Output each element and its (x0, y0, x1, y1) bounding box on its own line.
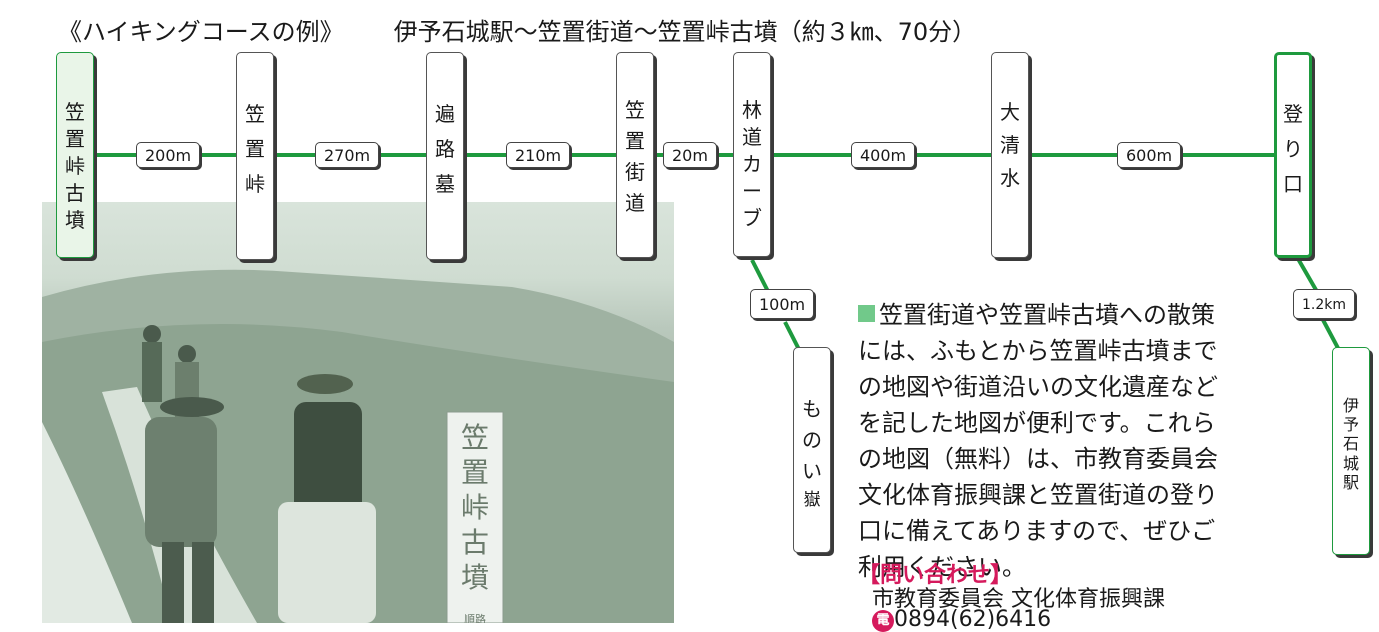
hiking-photo: 笠 置 峠 古 墳 順路 ← (42, 202, 674, 623)
distance-label-monoi: 100m (750, 289, 815, 319)
distance-label: 210m (506, 142, 571, 168)
desc-line: 利用ください。 (858, 553, 1026, 581)
desc-line: には、ふもとから笠置峠古墳まで (858, 337, 1218, 365)
desc-line: 笠置街道や笠置峠古墳への散策 (858, 297, 1258, 333)
stop-kasagitouge-kofun: 笠置峠古墳 (56, 52, 94, 258)
distance-label: 200m (136, 142, 201, 168)
distance-label: 400m (851, 142, 916, 168)
contact-org: 市教育委員会 文化体育振興課 (872, 587, 1165, 612)
contact-heading: 【問い合わせ】 (858, 563, 1013, 588)
stop-monoi-dake: ものい嶽 (793, 347, 831, 553)
page-title: 《ハイキングコースの例》 伊予石城駅～笠置街道～笠置峠古墳（約３㎞、70分） (58, 12, 976, 47)
distance-label: 20m (663, 142, 717, 168)
phone-icon: 電 (872, 610, 894, 632)
desc-line: を記した地図が便利です。これら (858, 409, 1216, 437)
sign-text: 笠 置 峠 古 墳 順路 ← (460, 421, 489, 623)
desc-line: の地図や街道沿いの文化遺産など (858, 373, 1218, 401)
tel-number: 0894(62)6416 (894, 607, 1052, 632)
marker-square-icon (858, 305, 875, 322)
stop-kasagi-kaidou: 笠置街道 (616, 52, 654, 258)
stop-rindou-curve: 林道カーブ (733, 52, 771, 257)
course-label: 《ハイキングコースの例》 (58, 18, 344, 46)
stop-kasagitouge: 笠置峠 (236, 52, 274, 260)
stop-iyo-ishiki-station: 伊予石城駅 (1332, 347, 1370, 555)
desc-line: 口に備えてありますので、ぜひご (858, 517, 1216, 545)
desc-line: 文化体育振興課と笠置街道の登り (858, 481, 1218, 509)
stop-henro-haka: 遍路墓 (426, 52, 464, 260)
desc-line: の地図（無料）は、市教育委員会 (858, 445, 1218, 473)
stop-oshimizu: 大清水 (991, 52, 1029, 258)
course-route: 伊予石城駅～笠置街道～笠置峠古墳（約３㎞、70分） (393, 18, 977, 46)
distance-label: 600m (1117, 142, 1182, 168)
stop-noborikuchi: 登り口 (1274, 52, 1312, 258)
description: 笠置街道や笠置峠古墳への散策 には、ふもとから笠置峠古墳まで の地図や街道沿いの… (858, 297, 1258, 585)
distance-label: 270m (315, 142, 380, 168)
distance-label-station: 1.2km (1293, 289, 1356, 319)
